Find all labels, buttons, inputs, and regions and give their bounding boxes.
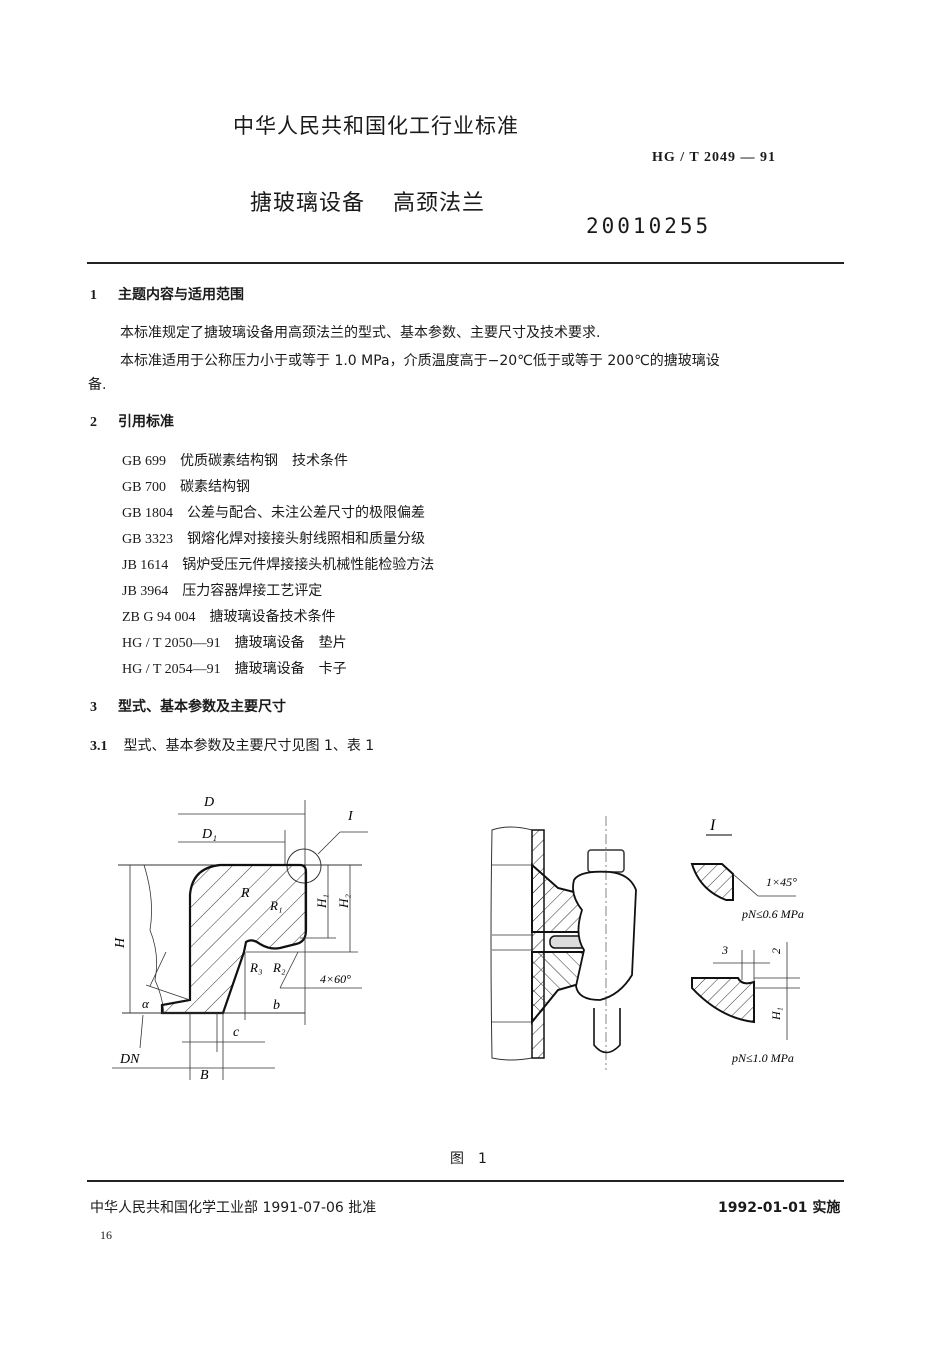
section-1-paragraph-2: 本标准适用于公称压力小于或等于 1.0 MPa，介质温度高于−20℃低于或等于 … (120, 353, 720, 369)
document-title: 搪玻璃设备 高颈法兰 (250, 185, 485, 217)
label-R1: R₁ (269, 898, 282, 913)
label-b: b (273, 998, 280, 1013)
label-B: B (200, 1068, 209, 1083)
label-R3: R₃ (249, 960, 262, 975)
flange-assembly-drawing (490, 816, 637, 1070)
effective-date: 1992-01-01 实施 (718, 1200, 841, 1216)
condition-pn-0-6: pN≤0.6 MPa (741, 907, 804, 921)
label-H1: H₁ (314, 894, 329, 909)
figure-caption: 图 1 (450, 1151, 487, 1167)
label-H: H (113, 937, 128, 949)
label-detail-I: I (347, 809, 354, 824)
label-H2: H₂ (336, 894, 351, 909)
label-DN: DN (119, 1052, 140, 1067)
label-D: D (203, 795, 214, 810)
label-R2: R₂ (272, 960, 286, 975)
label-c: c (233, 1025, 240, 1040)
section-1-paragraph-1: 本标准规定了搪玻璃设备用高颈法兰的型式、基本参数、主要尺寸及技术要求. (120, 325, 601, 341)
detail-view-I: I 1×45° pN≤0.6 MPa 3 2 H₁ pN≤1.0 MPa (690, 817, 804, 1065)
title-part-1: 搪玻璃设备 (250, 191, 366, 216)
page-number: 16 (100, 1228, 112, 1242)
issuing-organization: 中华人民共和国化工行业标准 (233, 114, 519, 138)
footer-divider (87, 1180, 844, 1182)
label-chamfer: 4×60° (320, 972, 351, 986)
condition-pn-1-0: pN≤1.0 MPa (731, 1051, 794, 1065)
title-part-2: 高颈法兰 (393, 191, 486, 216)
section-1-paragraph-2-cont: 备. (88, 377, 107, 393)
header-divider (87, 262, 844, 264)
label-dim-3: 3 (721, 943, 728, 957)
standard-code: HG / T 2049 — 91 (652, 150, 777, 165)
label-H1-detail: H₁ (769, 1007, 783, 1021)
label-dim-2: 2 (769, 948, 783, 954)
label-R: R (240, 886, 250, 901)
flange-section-drawing: D D₁ I H H₁ H₂ R R₁ R₃ R₂ 4×60° b α c B … (112, 795, 368, 1083)
detail-title: I (709, 817, 716, 834)
approval-note: 中华人民共和国化学工业部 1991-07-06 批准 (90, 1200, 377, 1216)
label-D1: D₁ (201, 827, 217, 842)
document-number: 20010255 (586, 214, 712, 238)
label-chamfer-1x45: 1×45° (766, 875, 797, 889)
label-alpha: α (142, 996, 150, 1011)
